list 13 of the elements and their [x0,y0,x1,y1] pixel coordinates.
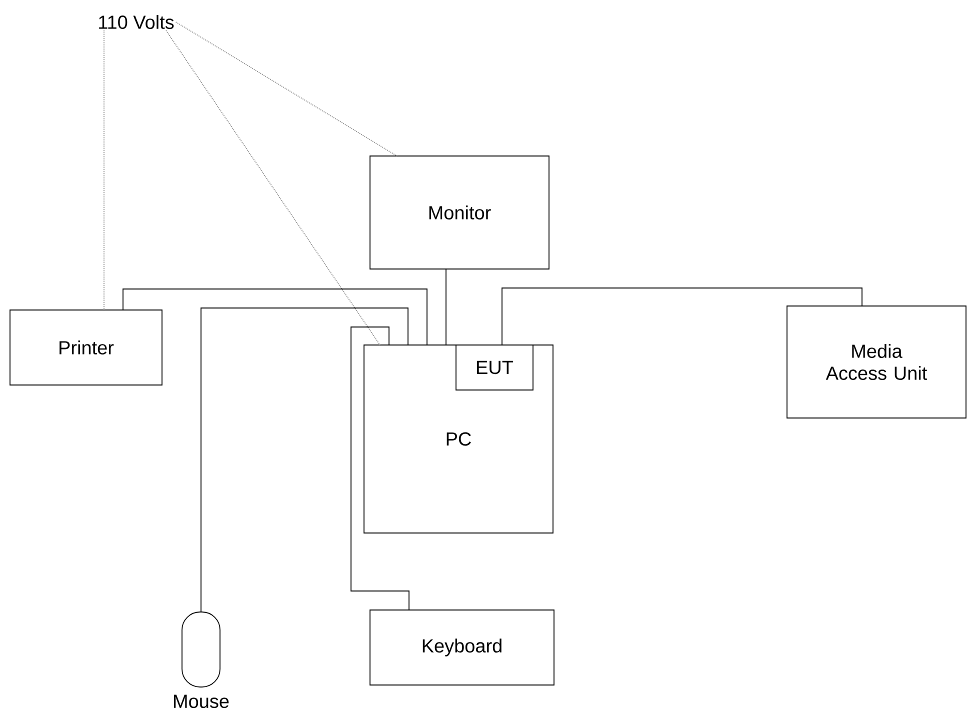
cable-line [122,288,428,346]
cable-line [350,326,410,610]
power-line [166,30,380,346]
device-box: Printer [10,310,162,386]
device-box: Monitor [370,156,550,270]
device-box: Keyboard [370,610,554,686]
cable-line [502,288,862,346]
node-label: Mouse [174,694,229,708]
voltage-label: 110 Volts [99,15,174,29]
cable-line [200,308,408,612]
power-line [175,22,398,156]
device-box: Media Access Unit [786,306,966,418]
device-box: EUT [456,344,534,390]
